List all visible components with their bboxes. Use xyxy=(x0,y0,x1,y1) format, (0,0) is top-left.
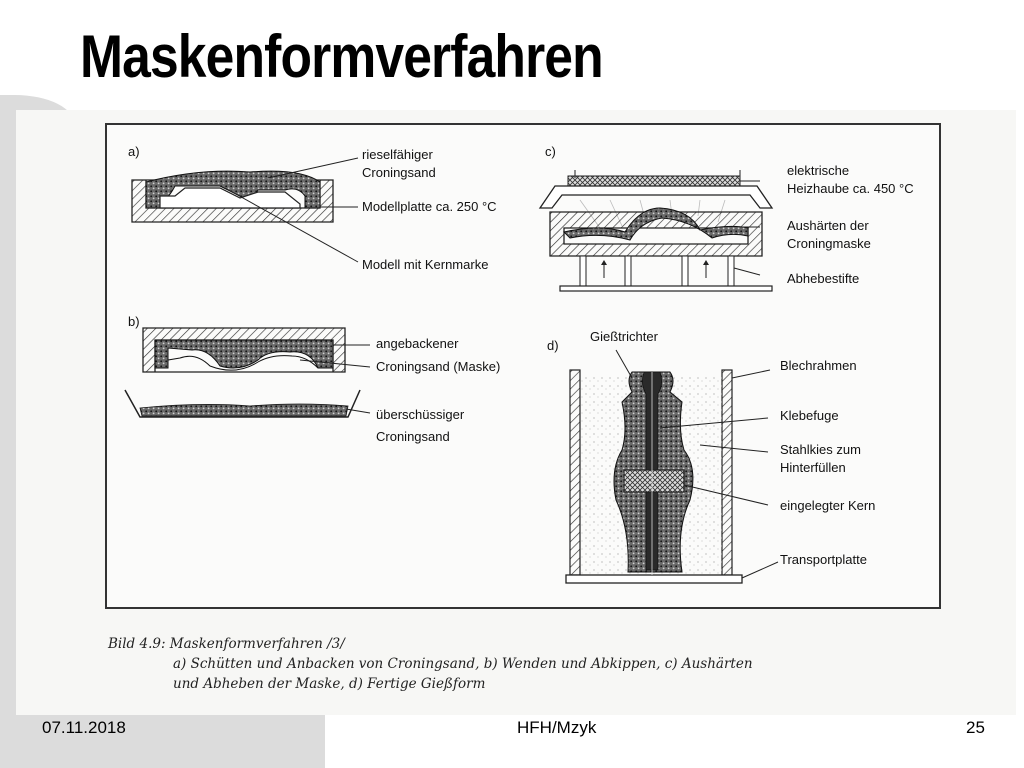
annotation-modell-kernmarke: Modell mit Kernmarke xyxy=(362,257,489,272)
footer-date: 07.11.2018 xyxy=(42,718,126,737)
annotation-klebefuge: Klebefuge xyxy=(780,408,839,423)
annotation-angebackener: angebackener xyxy=(376,336,459,351)
caption-line-2: a) Schütten und Anbacken von Croningsand… xyxy=(173,656,753,672)
footer-author: HFH/Mzyk xyxy=(517,718,597,737)
annotation-hinterfuellen: Hinterfüllen xyxy=(780,460,846,475)
panel-b-drawing xyxy=(124,327,371,418)
annotation-eingelegter-kern: eingelegter Kern xyxy=(780,498,876,513)
annotation-aushaerten: Aushärten der xyxy=(787,218,869,233)
annotation-croningsand-maske: Croningsand (Maske) xyxy=(376,359,501,374)
annotation-croningmaske: Croningmaske xyxy=(787,236,871,251)
left-decoration-bar xyxy=(0,110,16,750)
annotation-heizhaube: Heizhaube ca. 450 °C xyxy=(787,181,914,196)
caption-line-3: und Abheben der Maske, d) Fertige Gießfo… xyxy=(173,676,486,692)
panel-a-label: a) xyxy=(128,144,140,159)
annotation-modellplatte: Modellplatte ca. 250 °C xyxy=(362,199,497,214)
panel-d-label: d) xyxy=(547,338,559,353)
annotation-stahlkies: Stahlkies zum xyxy=(780,442,861,457)
annotation-abhebestifte: Abhebestifte xyxy=(787,271,860,286)
caption-line-1: Bild 4.9: Maskenformverfahren /3/ xyxy=(108,636,345,652)
annotation-transportplatte: Transportplatte xyxy=(780,552,867,567)
annotation-ueberschuessiger: überschüssiger xyxy=(376,407,465,422)
annotation-croningsand-a: Croningsand xyxy=(362,165,436,180)
panel-b-label: b) xyxy=(128,314,140,329)
slide-title: Maskenformverfahren xyxy=(80,23,604,90)
annotation-rieselfaehiger: rieselfähiger xyxy=(362,147,433,162)
panel-c-label: c) xyxy=(545,144,556,159)
annotation-giesstrichter: Gießtrichter xyxy=(590,329,658,344)
annotation-blechrahmen: Blechrahmen xyxy=(780,358,857,373)
panel-c-drawing xyxy=(538,170,774,292)
bottom-decoration-bar xyxy=(0,715,325,768)
annotation-elektrische: elektrische xyxy=(787,163,850,178)
annotation-croningsand-b: Croningsand xyxy=(376,429,450,444)
panel-d-drawing xyxy=(565,349,779,584)
footer-page-number: 25 xyxy=(966,718,985,737)
panel-a-drawing xyxy=(131,157,359,263)
